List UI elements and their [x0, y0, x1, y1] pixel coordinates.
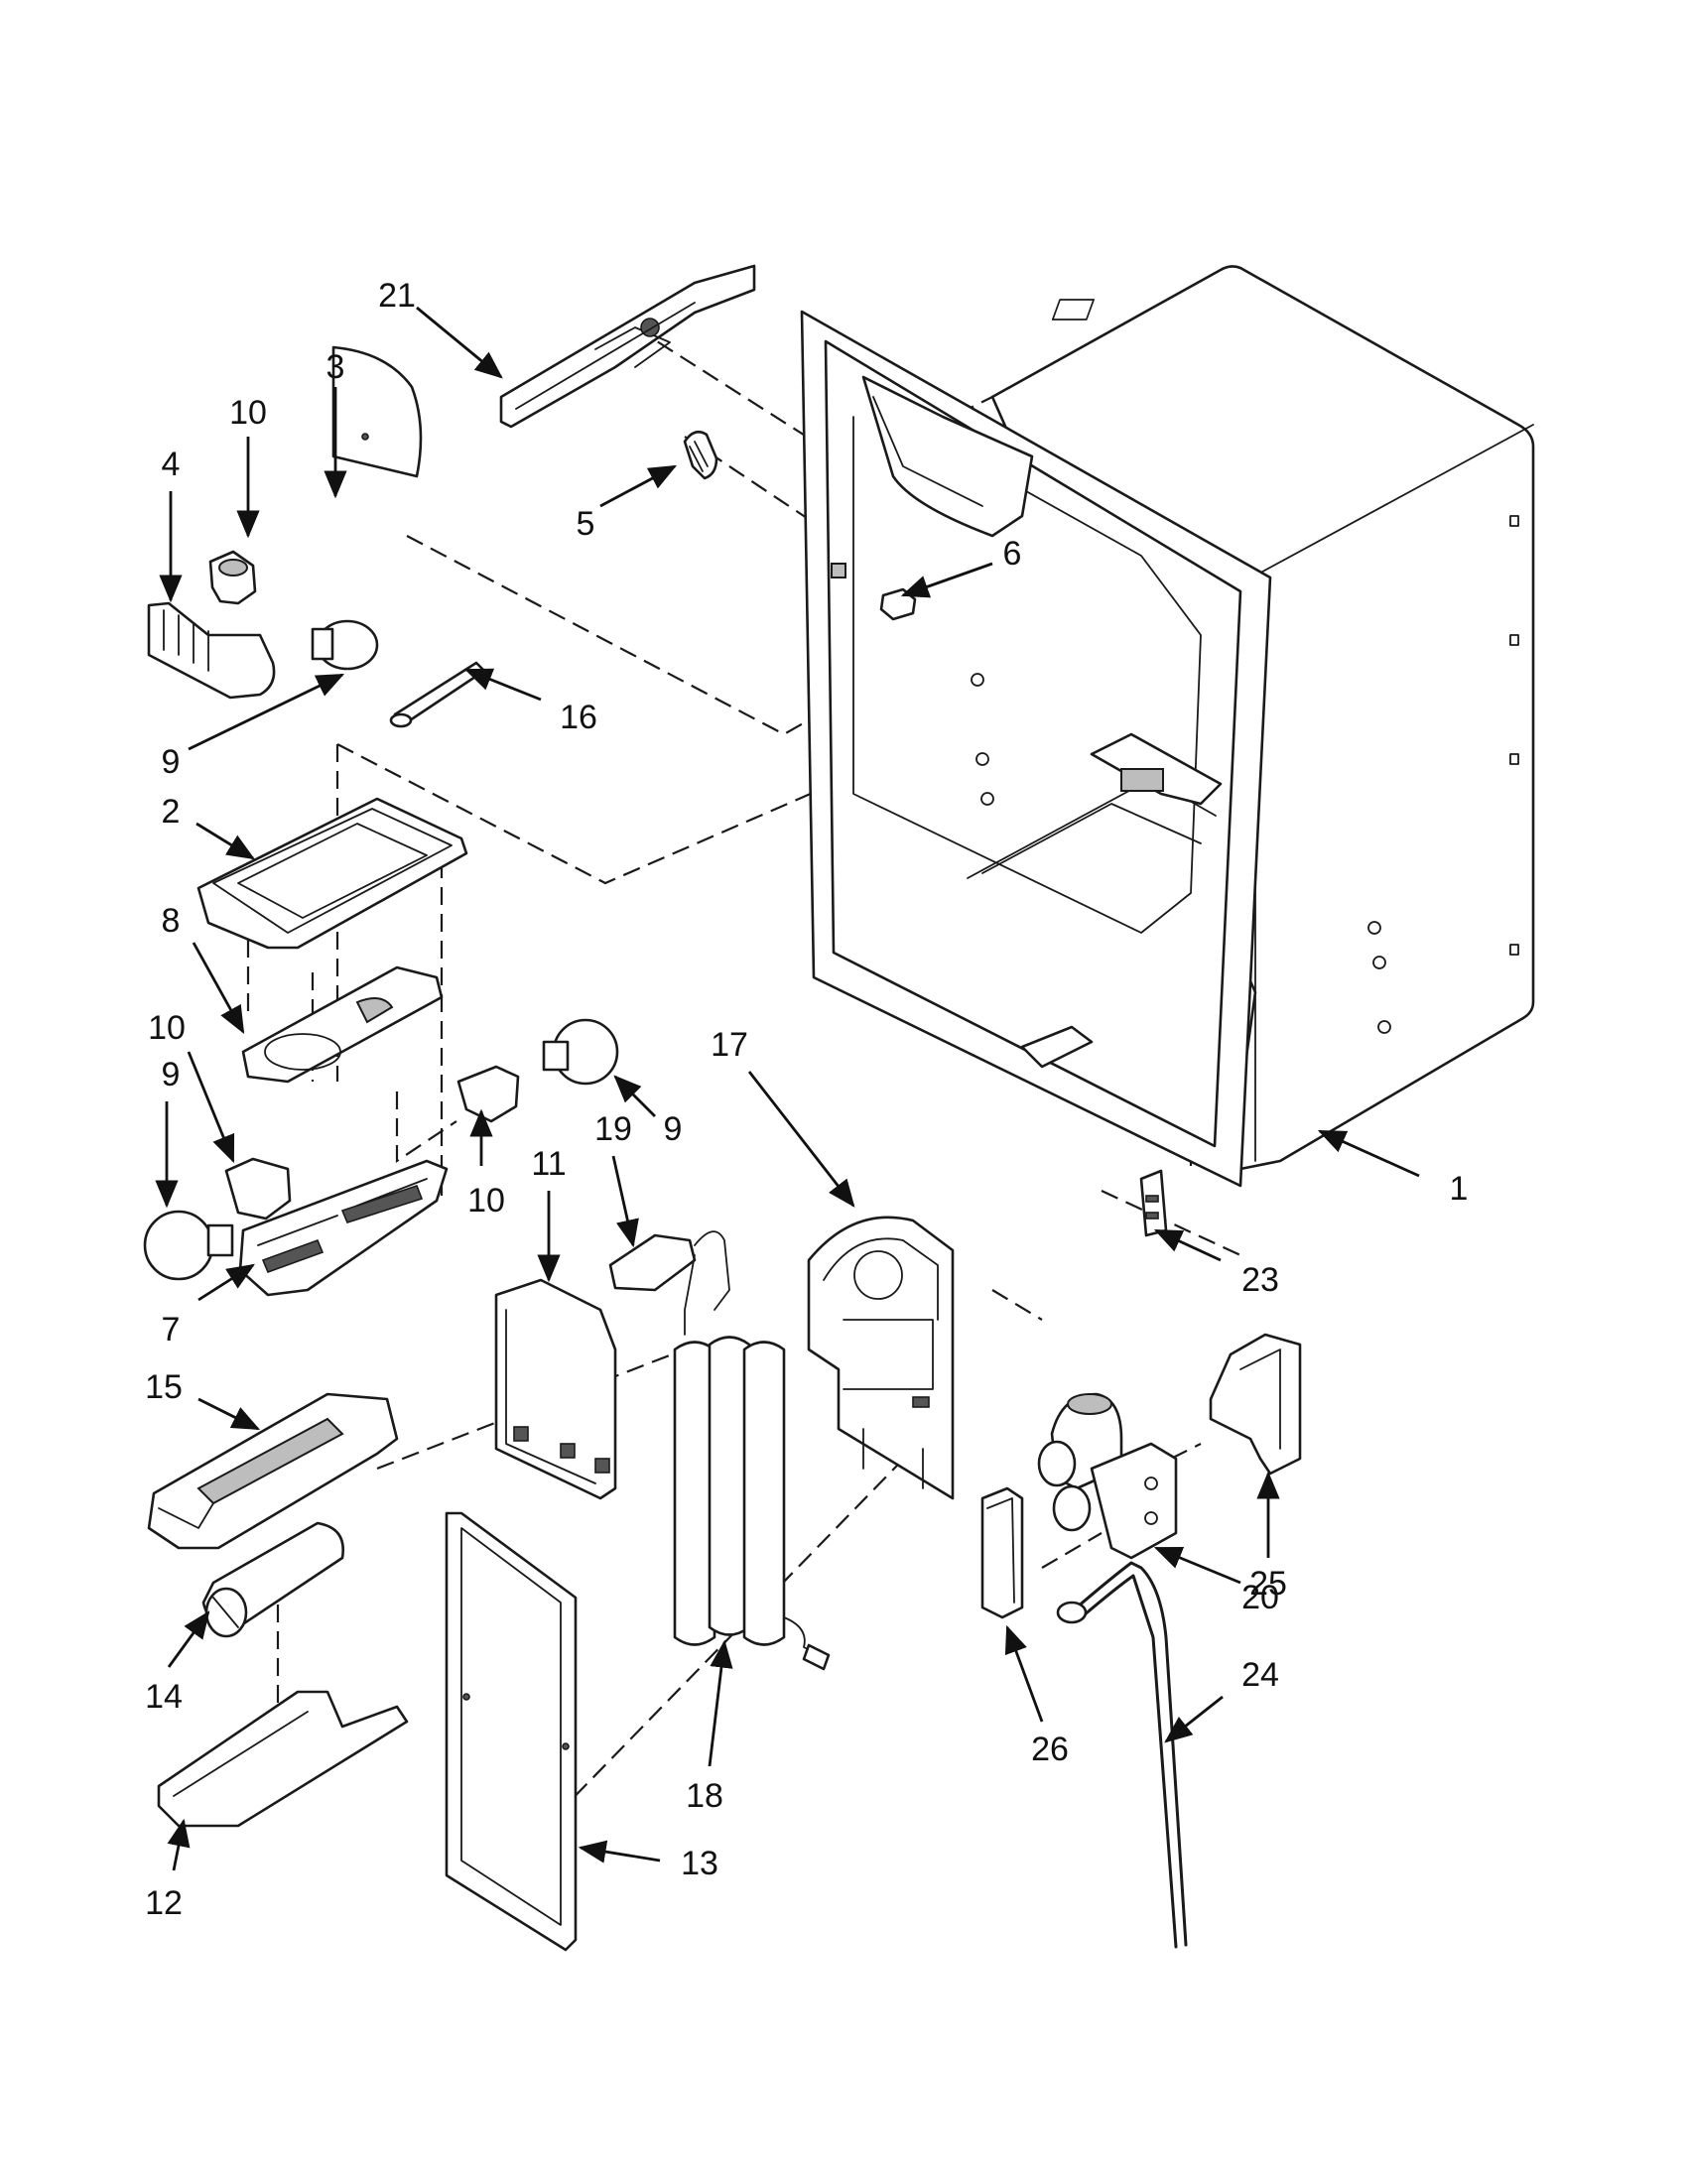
callout-6: 6: [1003, 535, 1022, 573]
leader-19: [611, 1155, 639, 1248]
callout-10-upper: 10: [229, 394, 267, 432]
callout-24: 24: [1241, 1656, 1279, 1694]
leader-7: [197, 1263, 255, 1302]
bulb-left: [143, 1210, 234, 1281]
heater-coil: [673, 1336, 831, 1671]
leader-5: [599, 464, 678, 508]
callout-4: 4: [162, 446, 181, 483]
callout-26: 26: [1031, 1731, 1069, 1768]
callout-9-upper: 9: [162, 743, 181, 781]
bulb-right: [542, 1018, 619, 1086]
callout-7: 7: [162, 1311, 181, 1349]
callout-25: 25: [1249, 1565, 1287, 1603]
light-reflector: [241, 965, 444, 1084]
leader-9a: [188, 673, 345, 751]
damper-grommet: [683, 430, 718, 480]
leader-8: [192, 942, 245, 1035]
leader-9c: [613, 1075, 656, 1117]
callout-21: 21: [378, 277, 416, 315]
callout-10-mid: 10: [467, 1182, 505, 1220]
valve-cover: [1209, 1333, 1302, 1476]
light-bulb-holder-16: [389, 661, 486, 728]
callout-23: 23: [1241, 1261, 1279, 1299]
leader-14: [167, 1610, 210, 1668]
leader-13: [578, 1840, 661, 1863]
callout-11: 11: [531, 1145, 566, 1183]
dispenser-bracket: [494, 1278, 617, 1500]
water-tube: [1056, 1561, 1188, 1949]
light-shield-panel: [331, 345, 423, 478]
lamp-socket-right: [456, 1065, 520, 1123]
leader-2: [195, 822, 255, 860]
callout-14: 14: [145, 1678, 183, 1716]
callout-8: 8: [162, 902, 181, 940]
callout-5: 5: [577, 505, 595, 543]
leader-24: [1164, 1695, 1224, 1743]
clip-part-23: [1139, 1169, 1168, 1237]
water-valve: [1037, 1392, 1178, 1560]
leader-17: [747, 1071, 855, 1208]
lamp-socket-left: [224, 1157, 292, 1220]
leader-20: [1153, 1546, 1241, 1585]
callout-12: 12: [145, 1884, 183, 1922]
air-duct: [445, 1511, 578, 1952]
callout-16: 16: [560, 699, 597, 736]
callout-9-left: 9: [162, 1056, 181, 1093]
callout-1: 1: [1450, 1170, 1469, 1208]
callout-3: 3: [326, 348, 345, 386]
dispenser-mounting-plate: [807, 1216, 955, 1500]
callout-20: 20: [1241, 1579, 1279, 1616]
top-dispenser-housing: [499, 264, 756, 429]
leader-23: [1153, 1228, 1222, 1262]
leader-21: [416, 306, 503, 379]
leader-6: [900, 562, 993, 598]
leader-16: [463, 668, 542, 702]
lamp-cover-upper: [147, 601, 276, 700]
callout-13: 13: [681, 1845, 718, 1882]
callout-17: 17: [711, 1026, 748, 1064]
lamp-socket-upper: [208, 550, 257, 605]
water-filter-housing: [147, 1392, 399, 1550]
leader-12: [167, 1818, 191, 1871]
callout-15: 15: [145, 1368, 183, 1406]
light-lens: [238, 1159, 449, 1297]
leader-18: [708, 1639, 733, 1767]
light-housing: [196, 797, 468, 950]
callout-2: 2: [162, 793, 181, 831]
leader-10b: [187, 1051, 235, 1164]
valve-bracket: [980, 1486, 1024, 1619]
callout-10-left: 10: [148, 1009, 186, 1047]
callout-19: 19: [594, 1110, 632, 1148]
leader-15: [197, 1397, 261, 1431]
filter-door: [157, 1690, 409, 1828]
callout-18: 18: [686, 1777, 723, 1815]
leader-1: [1317, 1129, 1420, 1178]
thermistor: [608, 1230, 730, 1336]
bulb-upper: [311, 619, 379, 671]
refrigerator-liner: [800, 265, 1535, 1188]
leader-26: [1004, 1624, 1044, 1723]
callout-labels: 1 2 3 4 5 6 7 8 9 9 9 10 10 10 11 12 13 …: [145, 277, 1468, 1922]
leader-arrows: [155, 306, 1420, 1871]
callout-9-right: 9: [664, 1110, 683, 1148]
